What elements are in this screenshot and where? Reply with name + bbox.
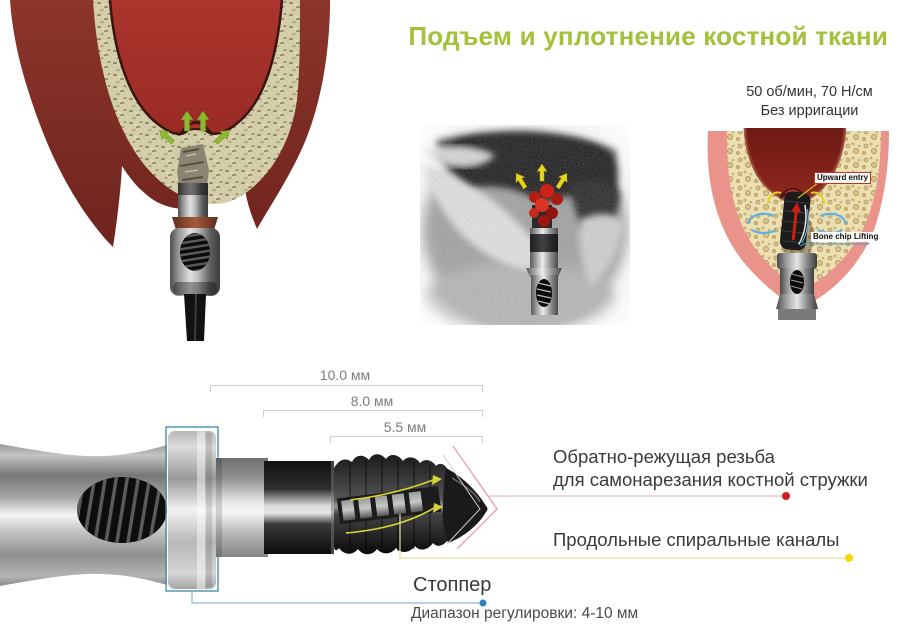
stopper-leader-line <box>191 590 482 604</box>
tip-drill <box>780 191 811 251</box>
dimension-bracket-10mm <box>210 385 483 392</box>
channels-leader-dot <box>845 554 853 562</box>
dimension-10mm: 10.0 мм <box>319 367 371 383</box>
spiral-channel-arrows-icon <box>345 475 443 534</box>
drill-threads <box>334 454 448 555</box>
spec-speed-torque: 50 об/мин, 70 Н/см <box>746 84 873 100</box>
drill-body <box>0 444 167 586</box>
thread-window <box>180 233 210 271</box>
drill-neck <box>264 461 334 554</box>
stopper-callout: Стоппер <box>413 574 492 596</box>
bone-chip-lifting-label: Bone chip Lifting <box>811 232 881 242</box>
upward-entry-arrows-icon <box>767 191 825 205</box>
sinus-cross-section <box>10 0 330 247</box>
osteotome-drill <box>170 183 220 342</box>
dimension-5mm: 5.5 мм <box>383 419 427 435</box>
stopper-collar <box>168 431 216 589</box>
thread-callout: Обратно-режущая резьба для самонарезания… <box>553 445 868 491</box>
upward-entry-label: Upward entry <box>814 172 872 184</box>
bone-chip-leader <box>799 240 870 247</box>
thread-callout-line2: для самонарезания костной стружки <box>553 469 868 490</box>
drill-shaft <box>216 458 268 557</box>
dimension-8mm: 8.0 мм <box>350 393 394 409</box>
channels-leader-line <box>399 514 849 559</box>
dimension-bracket-8mm <box>263 410 483 417</box>
thread-chevron <box>452 445 498 550</box>
channels-callout: Продольные спиральные каналы <box>553 529 840 550</box>
drill-illustration <box>0 426 488 592</box>
adjustment-range-label: Диапазон регулировки: 4-10 мм <box>411 605 639 622</box>
spec-irrigation: Без ирригации <box>760 103 859 119</box>
stopper-leader-dot <box>479 599 487 607</box>
thread-callout-line1: Обратно-режущая резьба <box>553 446 775 467</box>
page-title: Подъем и уплотнение костной ткани <box>408 21 888 51</box>
drill-tip <box>442 468 488 543</box>
thread-leader-dot <box>782 492 790 500</box>
cross-section-illustration <box>707 128 889 320</box>
callout-lines <box>191 445 853 607</box>
drill-specs: 50 об/мин, 70 Н/см Без ирригации <box>712 83 900 121</box>
drill-handle <box>776 253 818 320</box>
upward-entry-leader <box>797 182 819 199</box>
dimension-bracket-5mm <box>330 436 483 443</box>
xray-illustration <box>420 125 630 325</box>
lift-arrows-icon <box>159 110 230 145</box>
sinus-lift-illustration <box>10 0 330 342</box>
